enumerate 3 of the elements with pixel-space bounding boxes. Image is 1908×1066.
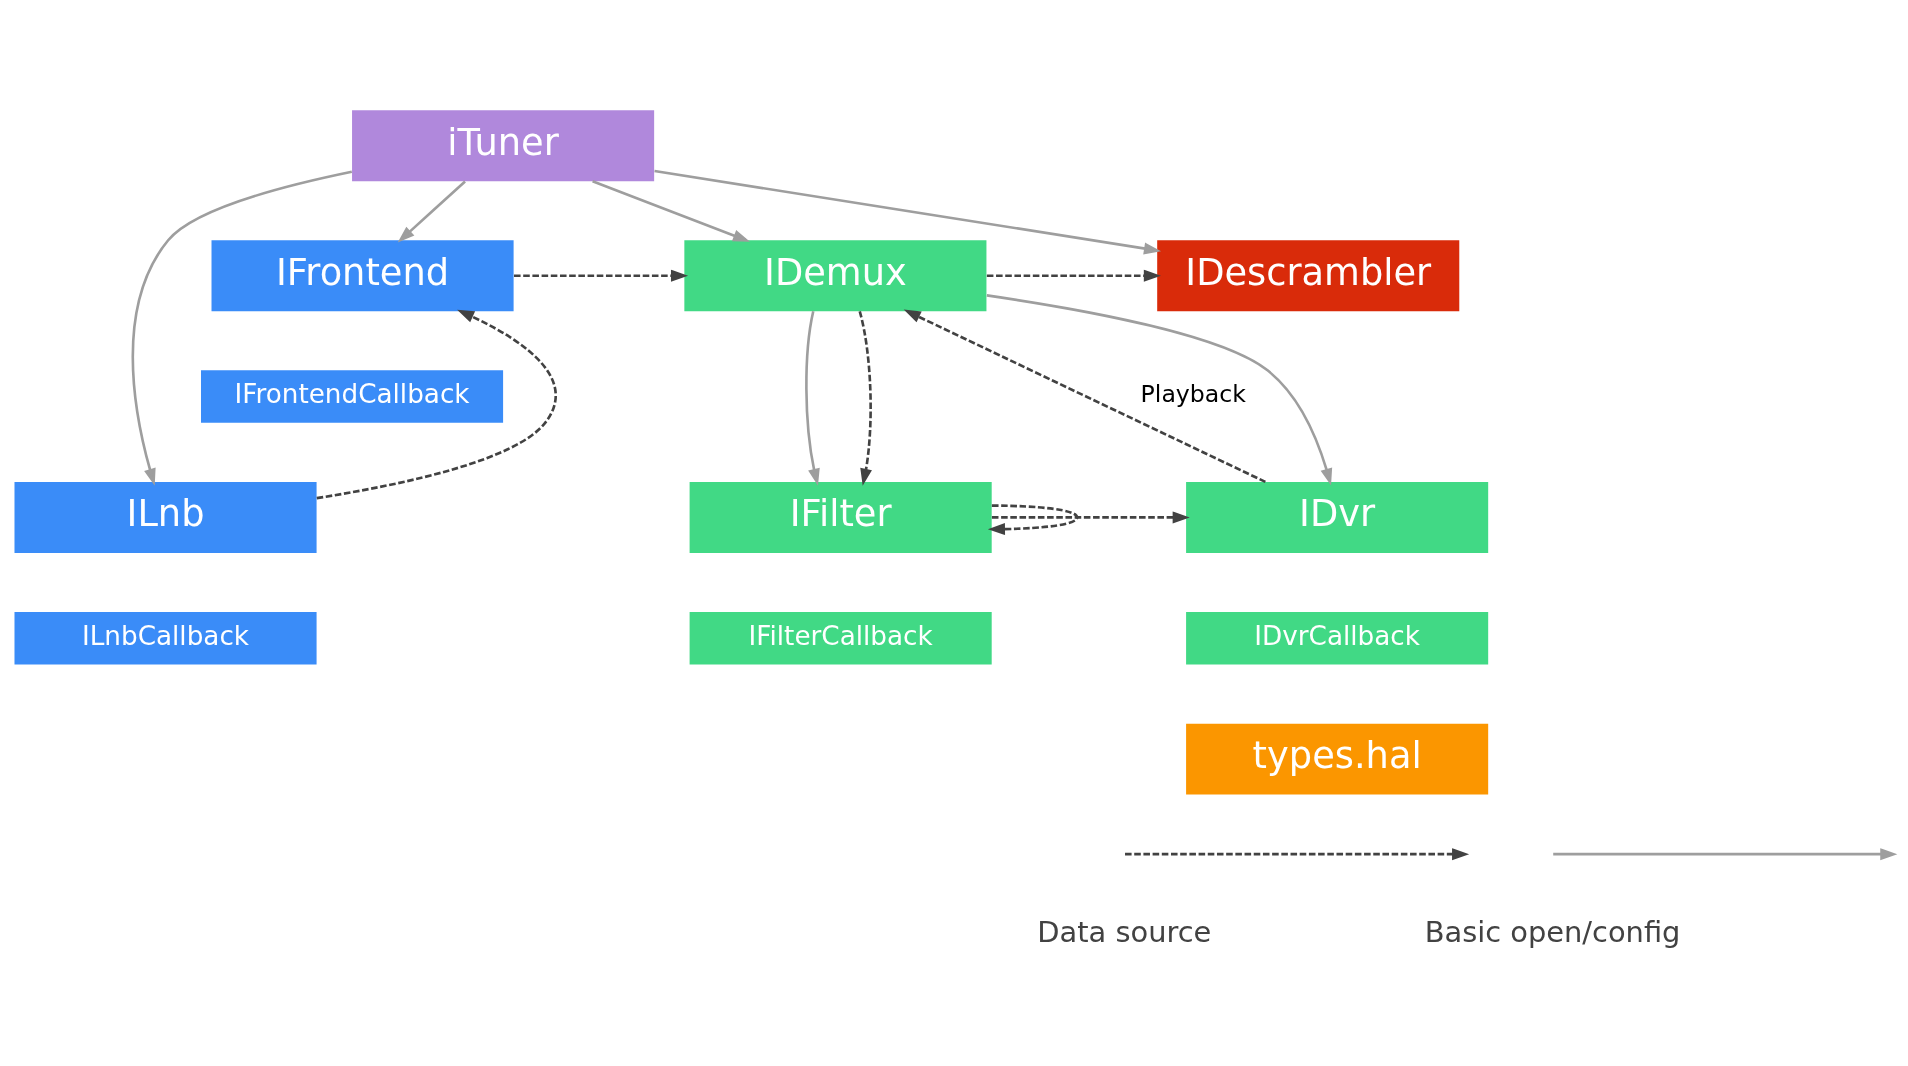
legend-label: Basic open/config <box>1424 915 1680 950</box>
edge-label: Playback <box>1140 380 1246 409</box>
legend-label: Data source <box>1036 915 1211 950</box>
